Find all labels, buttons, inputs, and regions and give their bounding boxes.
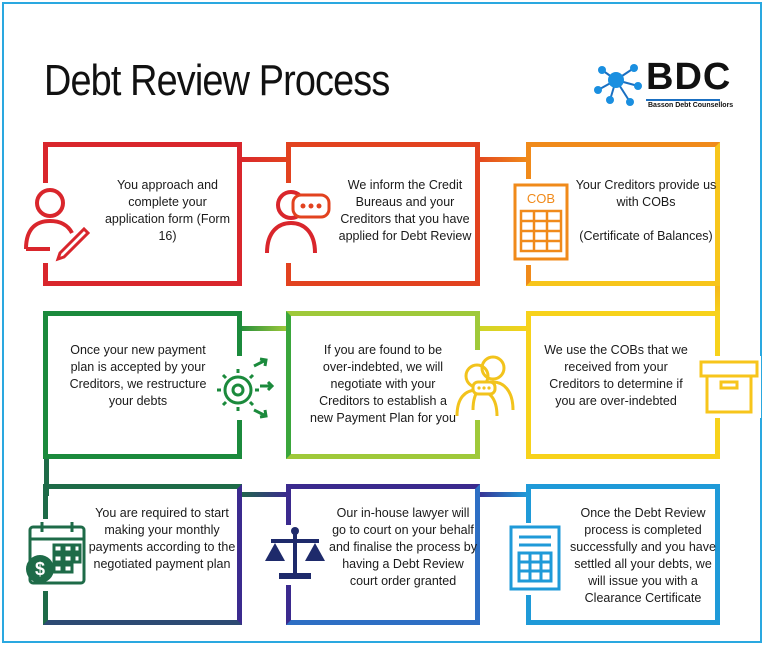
connector-3-4 xyxy=(715,286,720,316)
cob-label: COB xyxy=(527,191,555,206)
step-4-box: We use the COBs that we received from yo… xyxy=(526,311,761,459)
step-1-text: You approach and complete your applicati… xyxy=(104,178,231,243)
connector-1-2 xyxy=(237,157,287,162)
gear-arrows-icon xyxy=(210,356,274,420)
connector-7-8 xyxy=(237,492,287,497)
page-title: Debt Review Process xyxy=(44,56,390,105)
step-9-box: Once the Debt Review process is complete… xyxy=(507,484,720,625)
step-4-text: We use the COBs that we received from yo… xyxy=(544,343,688,408)
calendar-dollar-icon: $ xyxy=(24,519,90,591)
step-7-box: $ You are required to start making your … xyxy=(24,484,242,625)
connector-4-5 xyxy=(475,326,527,331)
step-2-text: We inform the Credit Bureaus and your Cr… xyxy=(338,178,472,243)
connector-5-6 xyxy=(237,326,287,331)
logo-name: BDC xyxy=(646,56,732,98)
logo-tagline: Basson Debt Counsellors xyxy=(648,102,734,109)
bdc-logo: BDC Basson Debt Counsellors xyxy=(590,56,734,116)
step-5-box: If you are found to be over-indebted, we… xyxy=(286,311,521,459)
person-chat-icon xyxy=(263,183,333,263)
step-7-text: You are required to start making your mo… xyxy=(88,506,236,571)
step-2-box: We inform the Credit Bureaus and your Cr… xyxy=(263,142,480,286)
scales-icon xyxy=(263,525,327,585)
people-talking-icon xyxy=(451,350,521,420)
step-8-text: Our in-house lawyer will go to court on … xyxy=(329,506,478,588)
step-8-box: Our in-house lawyer will go to court on … xyxy=(263,484,480,625)
step-3-box: COB Your Creditors provide us with COBs … xyxy=(509,142,720,286)
person-pen-icon xyxy=(20,183,90,263)
connector-8-9 xyxy=(475,492,527,497)
connector-6-7 xyxy=(44,456,49,496)
step-9-text: Once the Debt Review process is complete… xyxy=(570,506,716,605)
connector-2-3 xyxy=(475,157,527,162)
logo-underline xyxy=(646,99,720,101)
cob-document-icon: COB xyxy=(509,179,573,265)
svg-text:$: $ xyxy=(35,559,45,579)
molecule-icon xyxy=(594,64,642,106)
step-6-text: Once your new payment plan is accepted b… xyxy=(69,343,207,408)
certificate-icon xyxy=(507,523,563,595)
step-5-text: If you are found to be over-indebted, we… xyxy=(310,343,456,425)
archive-box-icon xyxy=(697,356,761,418)
step-1-box: You approach and complete your applicati… xyxy=(20,142,242,286)
step-6-box: Once your new payment plan is accepted b… xyxy=(43,311,274,459)
step-3-text: Your Creditors provide us with COBs (Cer… xyxy=(575,178,717,243)
